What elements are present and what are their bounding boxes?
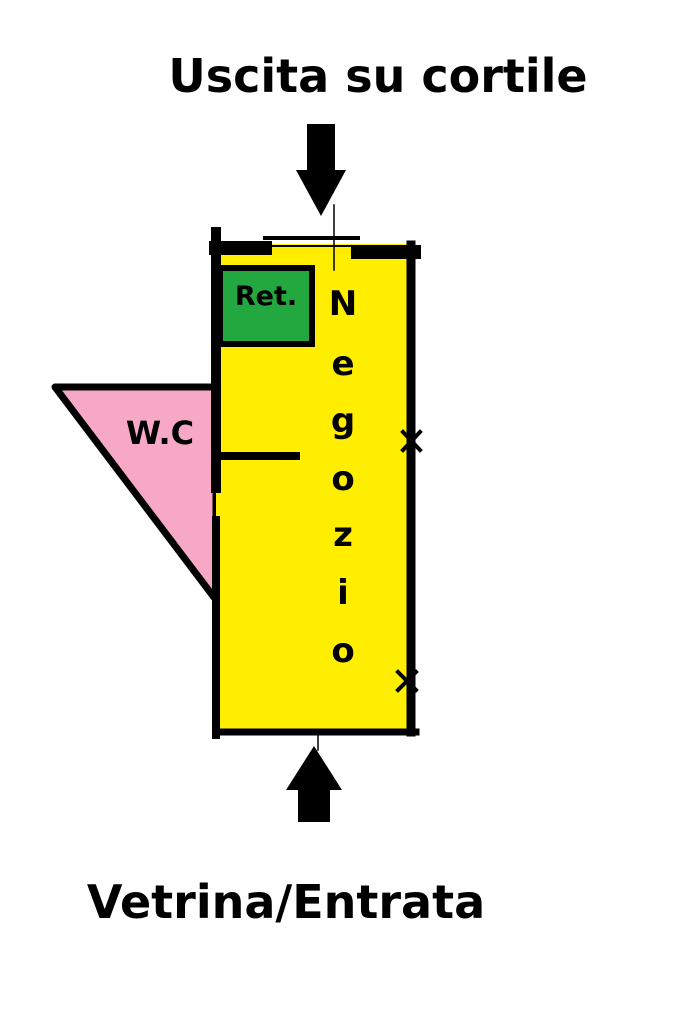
wc-label: W.C xyxy=(126,414,194,452)
svg-text:N: N xyxy=(329,284,357,324)
svg-text:g: g xyxy=(331,401,355,441)
svg-text:e: e xyxy=(331,344,354,384)
svg-text:o: o xyxy=(331,631,354,671)
retro-label: Ret. xyxy=(235,281,297,312)
svg-text:i: i xyxy=(337,573,349,613)
svg-text:o: o xyxy=(331,459,354,499)
walls xyxy=(209,204,423,751)
svg-text:z: z xyxy=(333,515,353,555)
entrance-arrow-icon xyxy=(286,746,342,822)
negozio-label: N e g o z i o xyxy=(329,284,357,671)
exit-arrow-icon xyxy=(296,124,346,216)
shopfront-entrance-label: Vetrina/Entrata xyxy=(87,875,485,929)
exit-courtyard-label: Uscita su cortile xyxy=(168,49,587,103)
